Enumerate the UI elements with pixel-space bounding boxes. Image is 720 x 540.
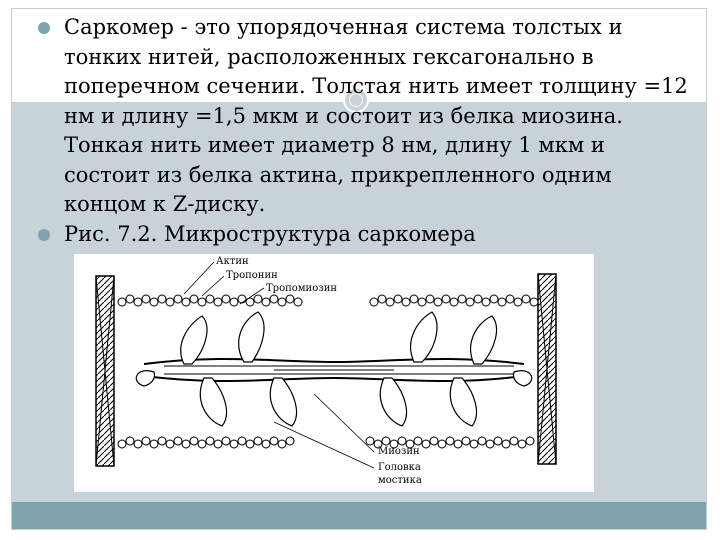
sarcomere-figure: Актин Тропонин Тропомиозин Миозин Головк…: [74, 254, 594, 492]
label-tropomyosin: Тропомиозин: [266, 283, 337, 294]
myosin-heads: [135, 311, 533, 427]
slide-footer-band: [12, 502, 706, 529]
circle-ornament: [343, 87, 369, 113]
label-head-line2: мостика: [378, 475, 422, 486]
label-actin: Актин: [216, 256, 249, 267]
bullet-list: Саркомер - это упорядоченная система тол…: [32, 13, 692, 249]
bullet-item-caption: Рис. 7.2. Микроструктура саркомера: [32, 220, 692, 250]
figure-caption: Рис. 7.2. Микроструктура саркомера: [64, 221, 476, 246]
label-head-line1: Головка: [378, 462, 421, 473]
bullet-text: Саркомер - это упорядоченная система тол…: [64, 15, 688, 216]
slide: Саркомер - это упорядоченная система тол…: [11, 8, 707, 530]
label-leader-lines: [183, 261, 375, 469]
bullet-item-definition: Саркомер - это упорядоченная система тол…: [32, 13, 692, 220]
actin-filament-top: [117, 294, 539, 307]
slide-top-band: [12, 9, 706, 102]
bullet-dot-icon: [38, 228, 50, 241]
actin-filament-bottom: [117, 436, 535, 449]
bullet-dot-icon: [38, 22, 50, 34]
z-disk-right-cross: [537, 273, 557, 465]
sarcomere-diagram: Актин Тропонин Тропомиозин Миозин Головк…: [95, 256, 557, 486]
myosin-tail-lines: [164, 365, 514, 375]
label-troponin: Тропонин: [226, 270, 278, 281]
label-myosin: Миозин: [378, 446, 420, 457]
z-disk-left-cross: [95, 275, 115, 467]
